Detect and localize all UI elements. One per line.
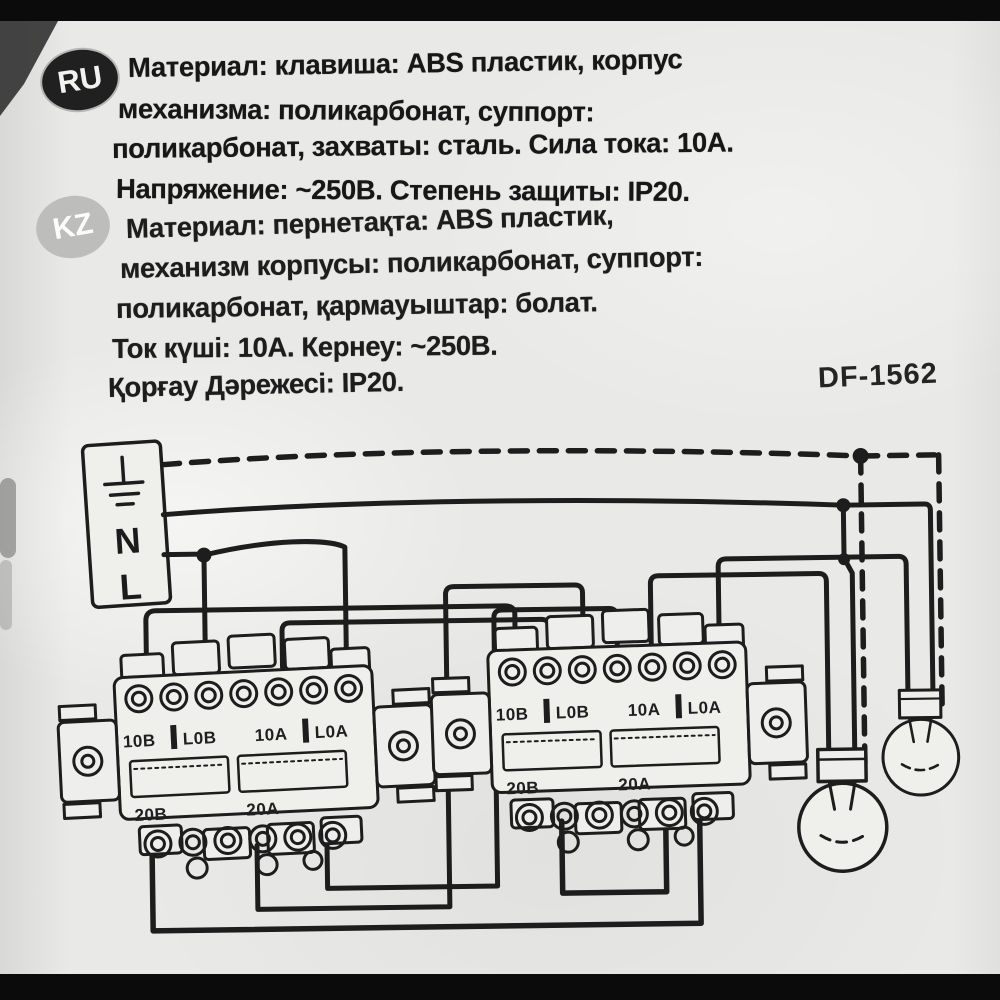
terminal-label-2b: 20B — [506, 778, 539, 798]
terminal-label-1b: 10B — [495, 704, 528, 724]
terminal-label-1a: 10A — [627, 700, 660, 720]
switch-mechanism-2: 10B L0B 10A L0A 20B 20A — [426, 602, 813, 859]
neutral-wire — [160, 498, 936, 752]
photo-top-black-band — [0, 0, 1000, 21]
terminal-label-1a: 10A — [254, 725, 288, 746]
switch-mechanism-1: 10B L0B 10A L0A 20B 20A — [52, 625, 441, 886]
terminal-label-2a: 20A — [618, 774, 651, 794]
terminal-label-2b: 20B — [134, 804, 168, 825]
supply-terminal-box: N L — [80, 439, 173, 609]
terminal-label-2a: 20A — [246, 799, 280, 820]
light-bulb-2 — [880, 688, 961, 798]
photo-artifacts — [0, 21, 58, 630]
neutral-terminal-label: N — [113, 519, 142, 562]
terminal-label-1b: 10B — [122, 731, 156, 752]
earth-wire — [159, 447, 945, 772]
earth-symbol-icon — [103, 455, 145, 507]
lamp-feed-wires — [647, 553, 911, 752]
light-bulb-1 — [795, 746, 890, 874]
terminal-label-lb: L0B — [555, 702, 589, 722]
junction-dots — [196, 447, 869, 566]
photo-bottom-black-band — [0, 974, 1000, 1000]
live-terminal-label: L — [118, 565, 143, 607]
bottom-loop-wires — [149, 816, 704, 934]
terminal-label-la: L0A — [687, 698, 721, 718]
terminal-label-lb: L0B — [182, 728, 217, 749]
terminal-label-la: L0A — [314, 722, 349, 743]
